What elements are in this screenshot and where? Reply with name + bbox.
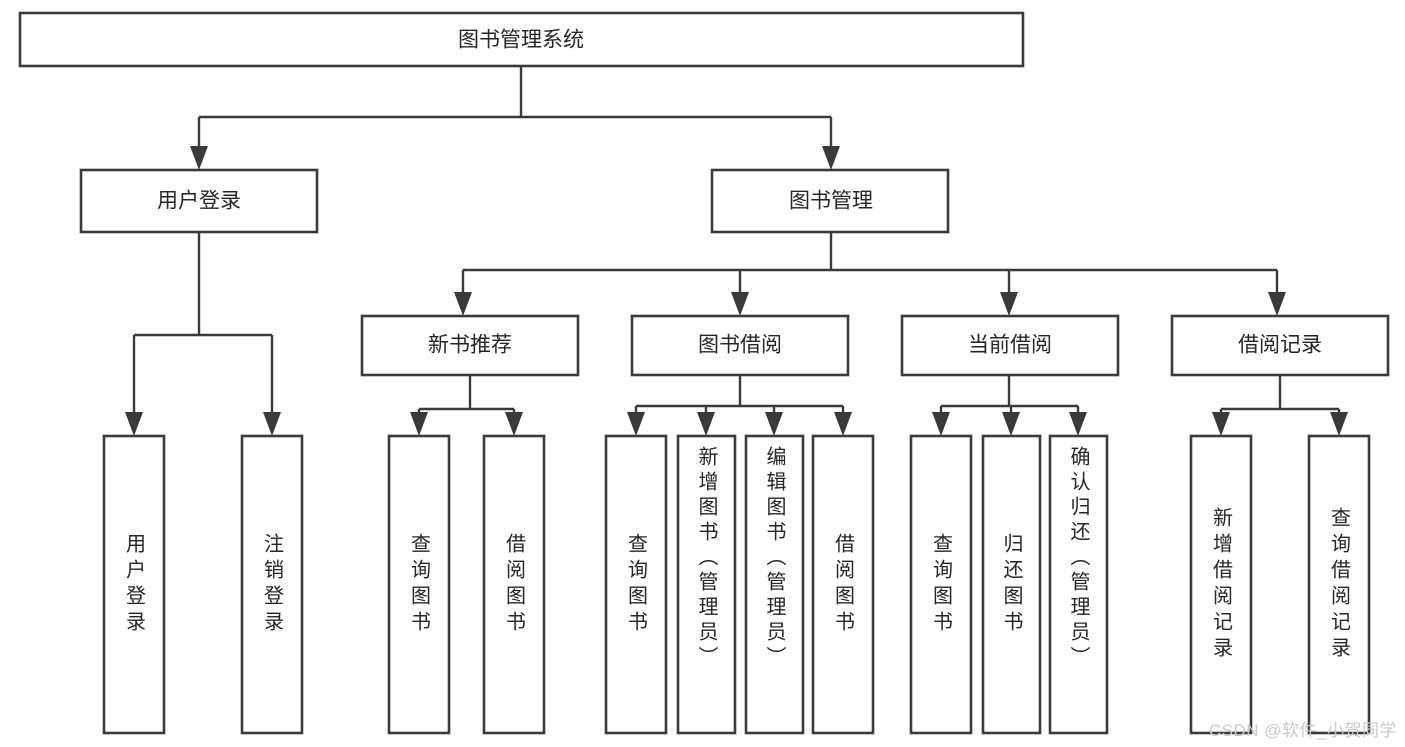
node-current-borrow-label: 当前借阅 [968, 334, 1052, 357]
arrow-new-book-rec [454, 292, 472, 316]
node-current-borrow[interactable]: 当前借阅 [900, 314, 1120, 377]
arrow-leaf-edit-book [765, 412, 783, 436]
node-leaf-edit-book[interactable]: 编辑图书（管理员） [746, 436, 803, 733]
node-leaf-query-book-1-label: 查询图书 [407, 532, 430, 637]
node-book-borrow-label: 图书借阅 [698, 334, 782, 357]
node-book-borrow-rect[interactable] [630, 314, 850, 377]
node-leaf-confirm-return-label: 确认归还（管理员） [1067, 446, 1089, 671]
node-leaf-logout-rect[interactable] [240, 434, 304, 735]
arrow-book-manage [822, 146, 840, 170]
node-leaf-add-record[interactable]: 新增借阅记录 [1191, 436, 1251, 733]
arrow-leaf-query-book-1 [410, 412, 428, 436]
node-user-login-rect[interactable] [79, 168, 319, 234]
node-leaf-edit-book-label: 编辑图书（管理员） [763, 446, 785, 671]
node-new-book-rec[interactable]: 新书推荐 [360, 314, 580, 377]
node-borrow-record-rect[interactable] [1170, 314, 1390, 377]
arrow-leaf-add-book [697, 412, 715, 436]
node-leaf-add-book[interactable]: 新增图书（管理员） [678, 436, 735, 733]
node-leaf-query-record-label: 查询借阅记录 [1327, 506, 1350, 663]
node-leaf-borrow-book-2-rect[interactable] [811, 434, 875, 735]
node-book-manage-rect[interactable] [710, 168, 950, 234]
node-leaf-logout-label: 注销登录 [260, 532, 283, 637]
edge-group-new-book-rec-children [410, 375, 523, 436]
node-leaf-query-book-1[interactable]: 查询图书 [389, 436, 449, 733]
node-root-label: 图书管理系统 [458, 29, 584, 52]
edge-group-user-login-children [125, 232, 281, 436]
node-leaf-confirm-return-rect[interactable] [1048, 434, 1109, 735]
node-borrow-record[interactable]: 借阅记录 [1170, 314, 1390, 377]
node-leaf-query-book-2-label: 查询图书 [624, 532, 647, 637]
edge-group-root-to-level2 [190, 66, 840, 170]
arrow-leaf-borrow-book-1 [505, 412, 523, 436]
node-root-rect[interactable] [18, 11, 1025, 68]
node-leaf-confirm-return[interactable]: 确认归还（管理员） [1050, 436, 1107, 733]
edge-group-current-borrow-children [932, 375, 1087, 436]
node-leaf-borrow-book-1-label: 借阅图书 [502, 532, 525, 637]
edge-group-borrow-record-children [1212, 375, 1348, 436]
arrow-leaf-return-book [1002, 412, 1020, 436]
node-leaf-return-book-label: 归还图书 [1000, 532, 1022, 637]
node-leaf-borrow-book-1-rect[interactable] [482, 434, 546, 735]
node-leaf-logout[interactable]: 注销登录 [242, 436, 302, 733]
arrow-current-borrow [1000, 292, 1018, 316]
node-leaf-borrow-book-2[interactable]: 借阅图书 [813, 436, 873, 733]
node-leaf-user-login[interactable]: 用户登录 [104, 436, 164, 733]
node-leaf-user-login-label: 用户登录 [122, 532, 145, 637]
arrow-leaf-logout [263, 412, 281, 436]
arrow-leaf-confirm-return [1069, 412, 1087, 436]
node-leaf-query-book-3-rect[interactable] [909, 434, 973, 735]
node-leaf-add-book-rect[interactable] [676, 434, 737, 735]
node-new-book-rec-label: 新书推荐 [428, 334, 512, 357]
arrow-leaf-add-record [1212, 412, 1230, 436]
edge-group-book-manage-children [454, 232, 1286, 316]
arrow-leaf-borrow-book-2 [834, 412, 852, 436]
node-leaf-query-book-3-label: 查询图书 [929, 532, 952, 637]
node-current-borrow-rect[interactable] [900, 314, 1120, 377]
edge-group-book-borrow-children [627, 375, 852, 436]
node-leaf-query-record[interactable]: 查询借阅记录 [1309, 436, 1369, 733]
node-leaf-borrow-book-2-label: 借阅图书 [831, 532, 854, 637]
node-root[interactable]: 图书管理系统 [18, 11, 1025, 68]
node-leaf-query-book-2[interactable]: 查询图书 [606, 436, 666, 733]
node-book-borrow[interactable]: 图书借阅 [630, 314, 850, 377]
node-book-manage-label: 图书管理 [789, 190, 873, 213]
node-leaf-return-book-rect[interactable] [981, 434, 1042, 735]
node-leaf-return-book[interactable]: 归还图书 [983, 436, 1040, 733]
node-book-manage[interactable]: 图书管理 [710, 168, 950, 234]
node-leaf-borrow-book-1[interactable]: 借阅图书 [484, 436, 544, 733]
arrow-borrow-record [1268, 292, 1286, 316]
node-user-login[interactable]: 用户登录 [79, 168, 319, 234]
node-borrow-record-label: 借阅记录 [1238, 334, 1322, 357]
node-new-book-rec-rect[interactable] [360, 314, 580, 377]
arrow-leaf-query-book-3 [932, 412, 950, 436]
node-leaf-query-record-rect[interactable] [1307, 434, 1371, 735]
csdn-watermark: CSDN @软件_小贺同学 [1208, 721, 1397, 740]
node-leaf-query-book-3[interactable]: 查询图书 [911, 436, 971, 733]
arrow-leaf-user-login [125, 412, 143, 436]
arrow-leaf-query-book-2 [627, 412, 645, 436]
node-leaf-add-book-label: 新增图书（管理员） [695, 446, 717, 671]
node-leaf-query-book-1-rect[interactable] [387, 434, 451, 735]
arrow-book-borrow [731, 292, 749, 316]
arrow-user-login [190, 146, 208, 170]
node-leaf-query-book-2-rect[interactable] [604, 434, 668, 735]
node-leaf-user-login-rect[interactable] [102, 434, 166, 735]
arrow-leaf-query-record [1330, 412, 1348, 436]
node-user-login-label: 用户登录 [157, 190, 241, 213]
node-leaf-add-record-label: 新增借阅记录 [1209, 506, 1232, 663]
node-leaf-edit-book-rect[interactable] [744, 434, 805, 735]
node-leaf-add-record-rect[interactable] [1189, 434, 1253, 735]
